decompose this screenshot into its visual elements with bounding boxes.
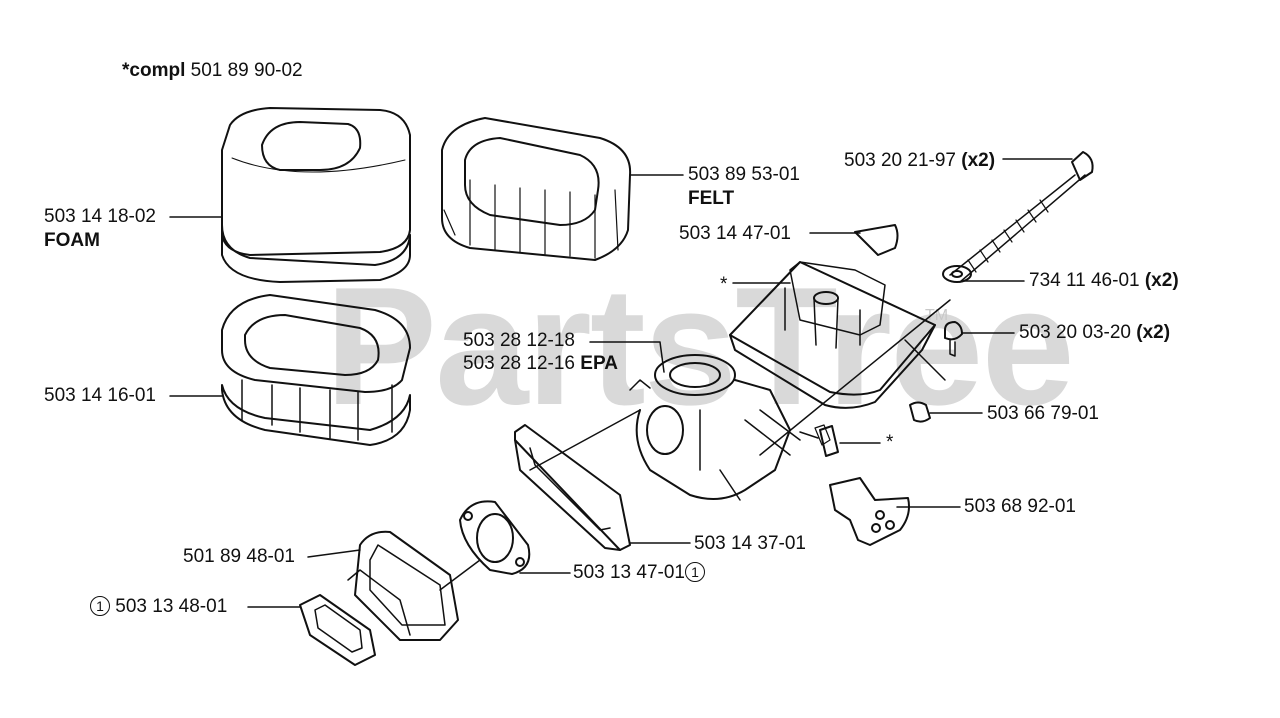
foam-part-label: 503 14 18-02 [44,206,156,227]
plug-part-label: 503 66 79-01 [987,403,1099,424]
carb-epa-part: 503 28 12-16 [463,353,575,374]
compl-prefix: *compl [122,60,186,81]
intake-flange-drawing [347,530,459,641]
choke-part-label: 503 68 92-01 [964,496,1076,517]
small-gasket-part: 503 13 48-01 [115,596,228,617]
base-asterisk-label: * [720,274,728,295]
clip-drawing [854,224,899,256]
bolt-label: 503 20 21-97 (x2) [844,150,995,172]
leader-lines [169,158,1073,608]
gasket-frame-part-label: 503 14 37-01 [694,533,806,554]
screw-qty: (x2) [1136,322,1171,343]
screw-part: 503 20 03-20 [1019,322,1131,343]
gasket-drawing [459,500,531,575]
foam-filter-drawing [221,107,411,283]
foam-word-label: FOAM [44,230,100,251]
callout-circle-2: 1 [90,596,110,616]
holder-part-label: 503 14 16-01 [44,385,156,406]
gasket-part: 503 13 47-01 [573,562,685,583]
compl-number: 501 89 90-02 [190,60,303,81]
carb-epa-label: 503 28 12-16 EPA [463,353,618,375]
washer-qty: (x2) [1144,270,1179,291]
felt-word-label: FELT [688,188,735,209]
small-gasket-drawing [299,594,376,666]
washer-label: 734 11 46-01 (x2) [1029,270,1179,292]
clip-part-label: 503 14 47-01 [679,223,791,244]
carb-epa-word: EPA [580,353,618,374]
compl-label: *compl 501 89 90-02 [122,60,303,82]
flange-part-label: 501 89 48-01 [183,546,295,567]
bolt-part: 503 20 21-97 [844,150,956,171]
felt-part-label: 503 89 53-01 [688,164,800,185]
carb-part-label: 503 28 12-18 [463,330,575,351]
nipple-asterisk-label: * [886,432,894,453]
callout-circle-1: 1 [685,562,705,582]
trademark-mark: TM [925,307,949,324]
nipple-drawing [814,424,831,446]
gasket-frame-drawing [514,424,631,551]
screw-label: 503 20 03-20 (x2) [1019,322,1170,344]
washer-part: 734 11 46-01 [1029,270,1140,291]
small-gasket-label: 1 503 13 48-01 [90,596,227,618]
screw-drawing [944,321,963,357]
plug-drawing [799,401,931,457]
carburetor-drawing [629,354,801,501]
air-filter-base-drawing [729,261,936,409]
choke-drawing [829,477,910,546]
felt-filter-drawing [441,117,632,261]
washer-drawing [942,265,972,283]
long-bolt-drawing [949,151,1094,283]
filter-holder-drawing [221,294,411,446]
bolt-qty: (x2) [961,150,996,171]
